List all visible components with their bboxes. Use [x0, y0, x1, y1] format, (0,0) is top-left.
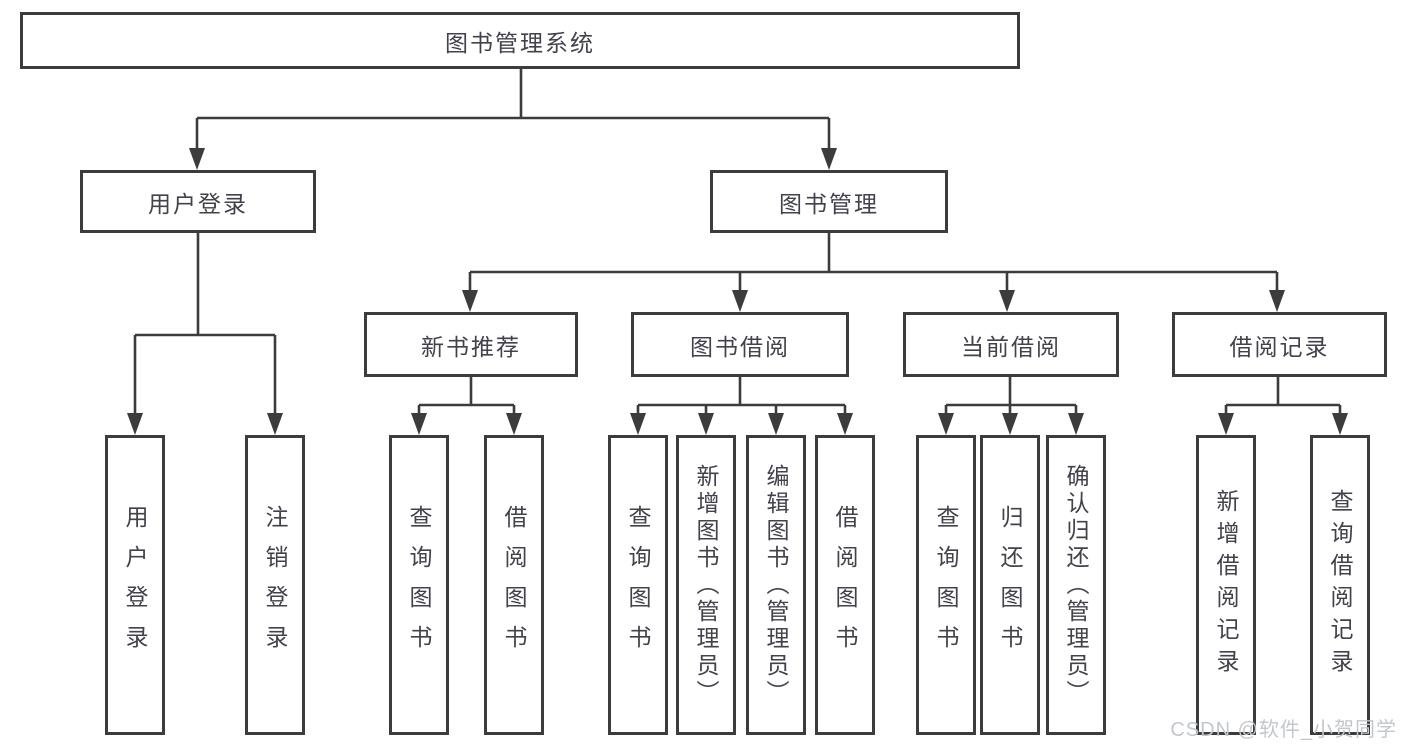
node-book-borrow: 图书借阅 [631, 312, 849, 377]
leaf-label: 用户登录 [122, 505, 148, 665]
leaf-label: 查询图书 [933, 505, 959, 665]
node-user-login: 用户登录 [80, 170, 316, 233]
leaf-return-book: 归还图书 [980, 435, 1040, 735]
leaf-label: 编辑图书（管理员） [763, 463, 789, 707]
node-root: 图书管理系统 [20, 12, 1020, 69]
connector-borrow-records [1218, 377, 1348, 435]
node-book-management: 图书管理 [710, 170, 948, 233]
leaf-user-login: 用户登录 [105, 435, 165, 735]
connector-book-management [462, 233, 1285, 312]
leaf-query-book-borrow: 查询图书 [608, 435, 668, 735]
node-borrow-records: 借阅记录 [1172, 312, 1387, 377]
node-current-borrow: 当前借阅 [903, 312, 1119, 377]
leaf-label: 借阅图书 [832, 505, 858, 665]
leaf-confirm-return-admin: 确认归还（管理员） [1046, 435, 1106, 735]
connector-current-borrow [938, 377, 1084, 435]
leaf-label: 查询图书 [406, 505, 432, 665]
leaf-label: 新增借阅记录 [1213, 489, 1239, 681]
leaf-label: 查询图书 [625, 505, 651, 665]
leaf-logout-login: 注销登录 [245, 435, 305, 735]
leaf-query-book-current: 查询图书 [916, 435, 976, 735]
leaf-label: 新增图书（管理员） [693, 463, 719, 707]
leaf-edit-book-admin: 编辑图书（管理员） [746, 435, 806, 735]
connector-book-borrow [630, 377, 853, 435]
leaf-add-borrow-record: 新增借阅记录 [1196, 435, 1256, 735]
connector-new-book-recommend [411, 377, 522, 435]
connector-root [189, 68, 837, 170]
leaf-borrow-book-recommend: 借阅图书 [484, 435, 544, 735]
leaf-query-book-recommend: 查询图书 [389, 435, 449, 735]
node-new-book-recommend: 新书推荐 [364, 312, 578, 377]
leaf-query-borrow-record: 查询借阅记录 [1310, 435, 1370, 735]
leaf-label: 注销登录 [262, 505, 288, 665]
leaf-label: 确认归还（管理员） [1063, 463, 1089, 707]
connector-user-login [127, 233, 283, 435]
leaf-label: 查询借阅记录 [1327, 489, 1353, 681]
leaf-borrow-book: 借阅图书 [815, 435, 875, 735]
leaf-label: 借阅图书 [501, 505, 527, 665]
leaf-label: 归还图书 [997, 505, 1023, 665]
leaf-add-book-admin: 新增图书（管理员） [676, 435, 736, 735]
csdn-watermark: CSDN @软件_小贺同学 [1170, 719, 1397, 741]
